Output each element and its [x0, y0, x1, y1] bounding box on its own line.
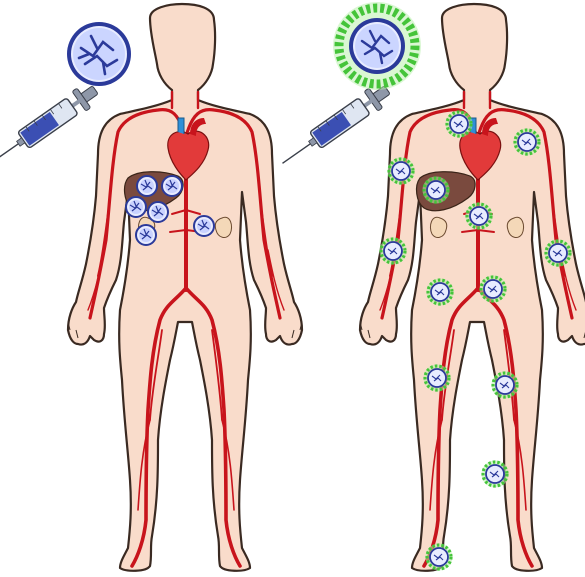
coated-nanoparticle-icon [333, 2, 421, 90]
coated-nanoparticle-icon [446, 111, 473, 138]
coated-nanoparticle-icon [482, 461, 509, 488]
nanoparticle-icon [136, 225, 156, 245]
coated-nanoparticle-icon [480, 276, 507, 303]
nanoparticle-icon [126, 197, 146, 217]
nanoparticle-icon [194, 216, 214, 236]
coated-nanoparticle-icon [380, 238, 407, 265]
nanoparticle-icon [148, 202, 168, 222]
coated-nanoparticle-icon [514, 129, 541, 156]
syringe-icon [0, 80, 102, 173]
nanoparticle-icon [162, 176, 182, 196]
coated-nanoparticle-icon [426, 544, 453, 571]
coated-nanoparticle-icon [388, 158, 415, 185]
coated-nanoparticle-icon [423, 177, 450, 204]
nanoparticle-icon [137, 176, 157, 196]
right-panel [276, 2, 585, 571]
left-panel [0, 4, 302, 571]
body-outline-right [360, 4, 585, 571]
syringe-icon [276, 80, 395, 173]
coated-nanoparticle-icon [545, 240, 572, 267]
coated-nanoparticle-icon [466, 203, 493, 230]
coated-nanoparticle-icon [492, 372, 519, 399]
body-outline-left [68, 4, 302, 571]
coated-nanoparticle-icon [424, 365, 451, 392]
coated-nanoparticle-icon [427, 279, 454, 306]
nanoparticle-icon [67, 22, 131, 86]
